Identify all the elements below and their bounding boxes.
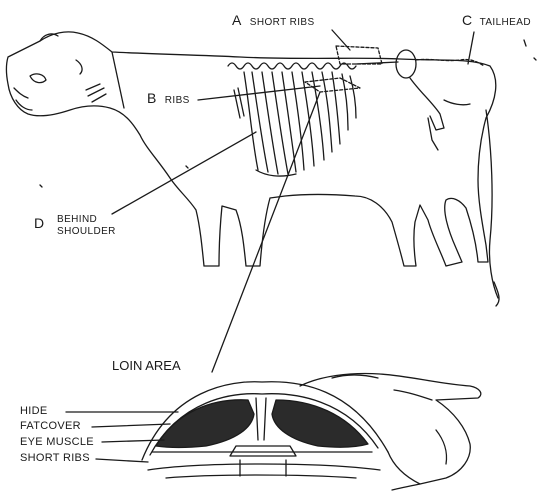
label-c-letter: C [462, 12, 472, 28]
label-loin-area: LOIN AREA [112, 359, 181, 372]
cow-eye-icon [30, 74, 46, 83]
leader-loin [212, 92, 320, 372]
spine [228, 63, 356, 69]
vertebra [230, 446, 296, 456]
cow-tail [486, 110, 498, 298]
loin-cross-section [142, 374, 481, 491]
label-d-line2: SHOULDER [57, 227, 116, 237]
label-short-ribs: SHORT RIBS [20, 453, 90, 464]
label-c-text: TAILHEAD [480, 17, 531, 28]
label-fatcover: FATCOVER [20, 421, 81, 432]
label-b: B RIBS [147, 91, 190, 107]
label-eye-muscle: EYE MUSCLE [20, 437, 94, 448]
label-b-letter: B [147, 90, 156, 106]
label-b-text: RIBS [165, 95, 190, 106]
leader-d [112, 132, 256, 214]
leader-c [468, 32, 474, 64]
label-a-text: SHORT RIBS [250, 17, 315, 28]
label-a-letter: A [232, 12, 241, 28]
label-d-text: BEHIND SHOULDER [57, 215, 116, 237]
label-d-letter: D [34, 216, 44, 232]
leader-fatcover [92, 424, 170, 427]
rib-cage [234, 72, 356, 176]
leader-eyemuscle [102, 440, 164, 442]
eye-muscle-left [156, 400, 254, 448]
leader-b [198, 86, 320, 100]
pelvis [396, 50, 416, 78]
label-hide: HIDE [20, 406, 47, 417]
short-ribs-region [336, 46, 382, 64]
label-d-line1: BEHIND [57, 215, 116, 225]
label-c: C TAILHEAD [462, 13, 531, 29]
label-a: A SHORT RIBS [232, 13, 315, 29]
eye-muscle-right [272, 400, 368, 447]
leader-shortribs [96, 459, 148, 462]
leader-a [332, 30, 350, 50]
